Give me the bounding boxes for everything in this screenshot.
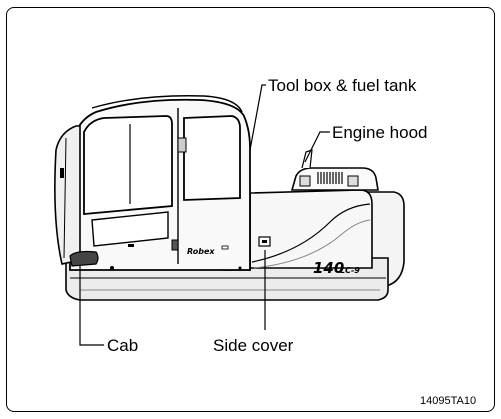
engine-hood-leader — [304, 131, 330, 163]
model-decal: 140 — [313, 259, 344, 277]
cab-rear-window — [183, 115, 241, 201]
cab-front-window — [83, 115, 173, 215]
tool-box-leader — [249, 84, 266, 151]
model-suffix-decal: LC-9 — [340, 266, 360, 275]
tool-box-label: Tool box & fuel tank — [268, 76, 417, 95]
engine-hood-grille — [317, 172, 343, 184]
side-cover-panel — [249, 189, 373, 269]
brand-decal: Robex — [187, 247, 215, 256]
figure-code: 14095TA10 — [420, 395, 476, 407]
cab-step — [69, 250, 99, 267]
cab-label: Cab — [107, 336, 138, 355]
cab-leader — [79, 266, 104, 346]
cab-front-frame — [54, 125, 81, 265]
engine-hood-label: Engine hood — [332, 123, 427, 142]
side-cover-label: Side cover — [213, 336, 294, 355]
